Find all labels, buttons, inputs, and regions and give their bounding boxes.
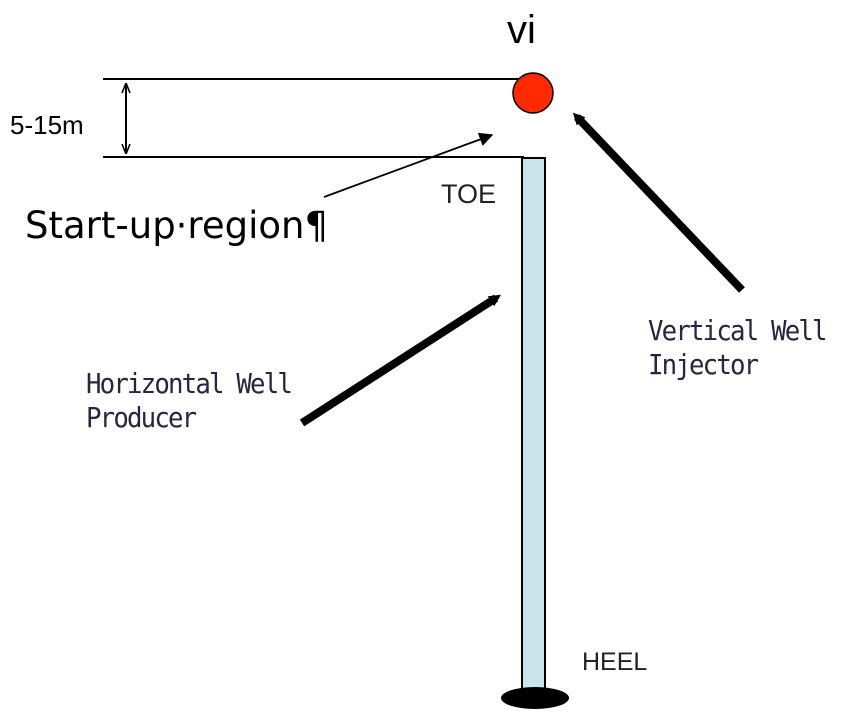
startup-region-arrow (323, 132, 494, 198)
toe-label: TOE (441, 179, 497, 209)
heel-ellipse (501, 687, 569, 709)
producer-well-bar (521, 157, 546, 692)
producer-label-line-1: Horizontal Well (86, 367, 293, 400)
startup-region-label: Start-up·region¶ (25, 204, 328, 247)
producer-label: Horizontal Well Producer (86, 367, 293, 435)
producer-label-line-2: Producer (86, 401, 197, 434)
producer-pointer-arrow (299, 294, 502, 427)
injector-dot (512, 72, 554, 114)
injector-label: Vertical Well Injector (648, 314, 828, 382)
spacing-label: 5-15m (10, 110, 84, 140)
heel-label: HEEL (582, 648, 648, 676)
injector-pointer-arrow (572, 112, 745, 293)
injector-label-line-2: Injector (648, 348, 759, 381)
injector-symbol-label: vi (507, 8, 536, 52)
injector-label-line-1: Vertical Well (648, 314, 828, 347)
